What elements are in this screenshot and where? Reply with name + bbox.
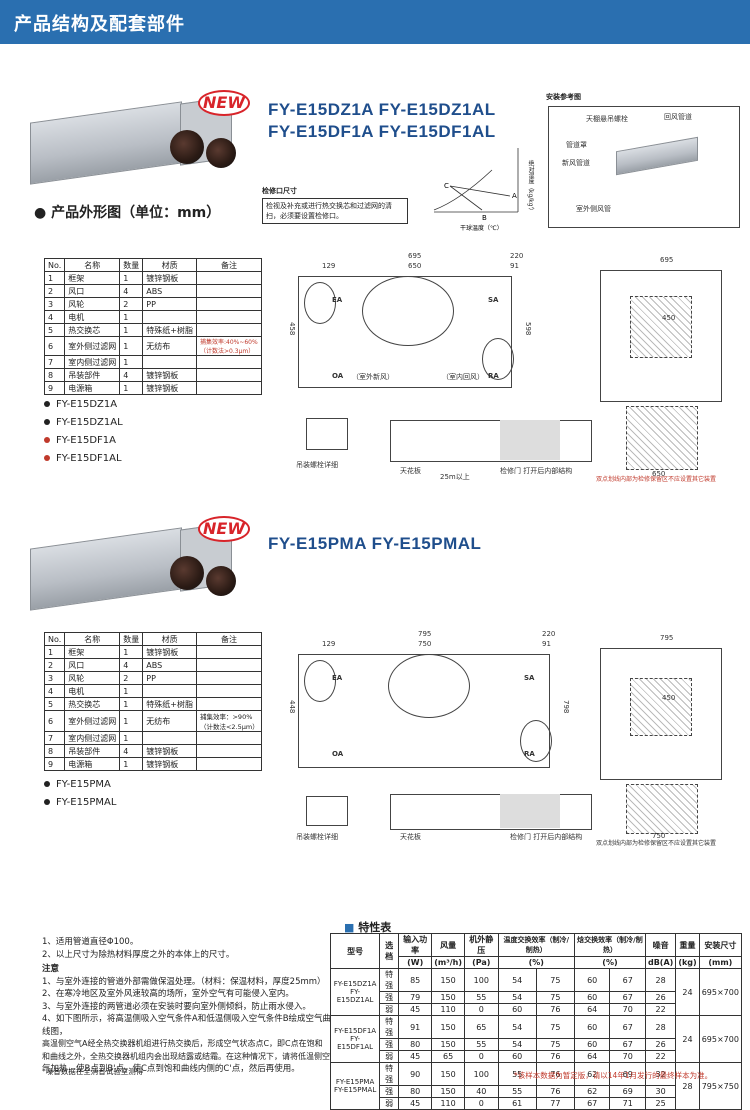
note-line: 4、如下图所示，将高温侧吸入空气条件A和低温侧吸入空气条件B绘成空气曲线图， xyxy=(42,1014,332,1037)
maintenance-area-1: 650 双点划线内部为检修保留区不应设置其它装置 xyxy=(596,406,740,483)
list-item: FY-E15DF1A xyxy=(44,432,123,450)
psychrometric-sketch: C A B 干球温度（℃） xyxy=(433,148,519,232)
note-line: 注意 xyxy=(42,964,60,974)
install-label-0: 天棚悬吊螺栓 xyxy=(586,115,628,123)
note-line: 高温侧空气A经全热交换器机组进行热交换后，形成空气状态点C，即C点在饱和 xyxy=(42,1039,323,1048)
spec-header-row: 型号 选档 输入功率 风量 机外静压 温度交换效率（制冷/制热） 焓交换效率（制… xyxy=(329,933,743,969)
parts-table-header: No.名称数量材质备注 xyxy=(43,258,263,272)
note-line: 1、与室外连接的管道外部需做保温处理。（材料：保温材料，厚度25mm） xyxy=(42,976,326,987)
note-line: 气加热，使B点到B'点，使C点到饱和曲线内侧的C'点，然后再使用。 xyxy=(42,1064,300,1074)
maintenance-area-2: 750 双点划线内部为检修保留区不应设置其它装置 xyxy=(596,784,740,847)
svg-text:C: C xyxy=(444,182,449,190)
chart-ylabel: 绝对湿度（kg/kg'） xyxy=(527,160,534,215)
spec-title: ■ 特性表 xyxy=(344,921,392,934)
hanger-detail-1: 吊装螺栓详细 xyxy=(296,408,366,472)
new-badge-2: NEW xyxy=(198,516,250,542)
note-line: 2、以上尺寸为除热材料厚度之外的本体上的尺寸。 xyxy=(42,949,235,960)
noise-footnote: *噪音数据在全消音试验室测得 xyxy=(42,1067,144,1076)
product-image-2 xyxy=(20,518,250,618)
install-label-4: 室外侧风管 xyxy=(576,205,611,213)
models-line-2: FY-E15DF1A FY-E15DF1AL xyxy=(268,122,496,141)
spec-table: 型号 选档 输入功率 风量 机外静压 温度交换效率（制冷/制热） 焓交换效率（制… xyxy=(329,933,743,1110)
note-line: 1、适用管道直径Φ100。 xyxy=(42,937,139,947)
variant-list-1: FY-E15DZ1A FY-E15DZ1AL FY-E15DF1A FY-E15… xyxy=(44,396,123,468)
top-view-drawing-2: 795 750 129 220 91 EA OA SA RA 448 798 xyxy=(288,630,582,790)
notes-block: 1、适用管道直径Φ100。 2、以上尺寸为除热材料厚度之外的本体上的尺寸。 注意… xyxy=(42,936,334,1076)
new-badge-1: NEW xyxy=(198,90,250,116)
page-title: 产品结构及配套部件 xyxy=(14,14,185,35)
hanger-detail-2: 吊装螺栓详细 xyxy=(296,788,366,844)
list-item: FY-E15DZ1A xyxy=(44,396,123,414)
product-image-1 xyxy=(20,92,250,192)
note-line: 2、在寒冷地区及室外风速较高的场所，室外空气有可能侵入室内。 xyxy=(42,989,294,999)
spec-footnote: *该样本数据为暂定版，请以14年1月发行的最终样本为准。 xyxy=(514,1071,713,1080)
svg-text:A: A xyxy=(512,192,517,200)
outline-title: ● 产品外形图（单位：mm） xyxy=(34,205,221,221)
inspection-note: 检修口尺寸 检视及补充或进行热交换芯和过滤网的清扫，必须要设置检修口。 xyxy=(262,186,408,224)
inspection-title: 检修口尺寸 xyxy=(262,187,297,195)
install-reference: 安装参考图 天棚悬吊螺栓 回风管道 管道罩 新风管道 室外侧风管 xyxy=(546,92,742,230)
parts-table-header: No.名称数量材质备注 xyxy=(43,632,263,646)
section-view-1: 天花板 25m以上 检修门 打开后内部结构 xyxy=(380,406,600,482)
install-label-3: 新风管道 xyxy=(562,159,590,167)
models-section-2: FY-E15PMA FY-E15PMAL xyxy=(268,534,482,553)
list-item: FY-E15DF1AL xyxy=(44,450,123,468)
install-label-2: 管道罩 xyxy=(566,141,587,149)
note-line: 3、与室外连接的两管道必须在安装时要向室外侧倾斜，防止雨水侵入。 xyxy=(42,1001,311,1012)
top-view-drawing-1: 695 650 129 220 91 EA OA SA RA （室外新风） （室… xyxy=(288,252,537,412)
models-line-1: FY-E15DZ1A FY-E15DZ1AL xyxy=(268,100,496,119)
svg-text:B: B xyxy=(482,214,487,222)
inspection-text: 检视及补充或进行热交换芯和过滤网的清扫，必须要设置检修口。 xyxy=(262,198,408,224)
section-view-2: 天花板 检修门 打开后内部结构 xyxy=(380,786,600,846)
note-line: 和曲线之外，全热交换器机组内会出现结露或结霜。在这种情况下，请将低温侧空 xyxy=(42,1051,330,1061)
install-ref-title: 安装参考图 xyxy=(546,93,581,101)
install-label-1: 回风管道 xyxy=(664,113,692,121)
list-item: FY-E15DZ1AL xyxy=(44,414,123,432)
page-header: 产品结构及配套部件 xyxy=(0,0,750,44)
side-view-drawing-2: 795 450 xyxy=(600,634,740,784)
chart-xlabel: 干球温度（℃） xyxy=(460,224,503,232)
list-item: FY-E15PMAL xyxy=(44,794,116,812)
side-view-drawing-1: 695 450 xyxy=(600,256,740,406)
variant-list-2: FY-E15PMA FY-E15PMAL xyxy=(44,776,116,812)
list-item: FY-E15PMA xyxy=(44,776,116,794)
